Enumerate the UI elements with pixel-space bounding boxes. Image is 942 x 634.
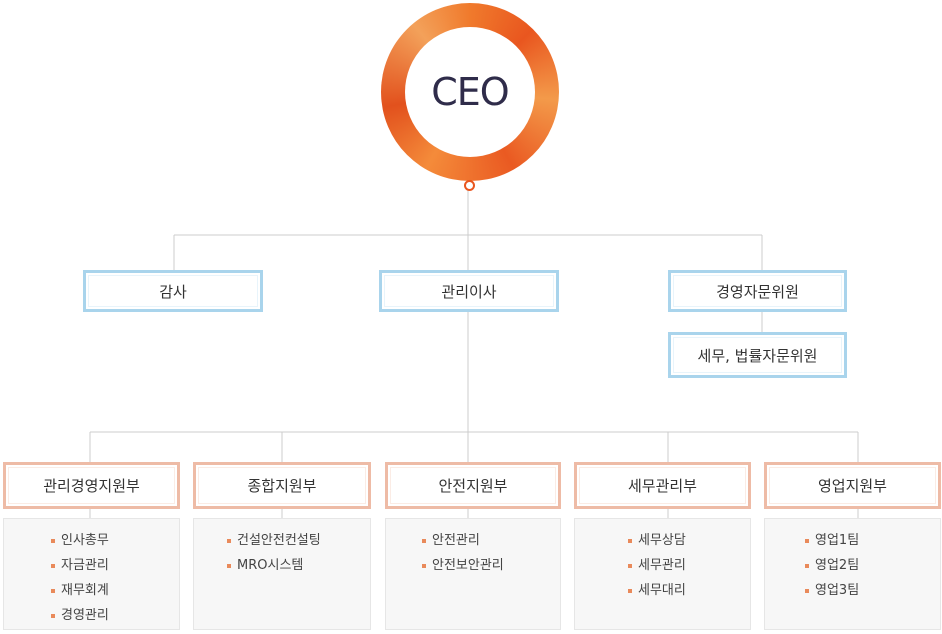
dept-tax-management: 세무관리부 [574, 462, 751, 509]
dept-sales-support: 영업지원부 [764, 462, 941, 509]
dept-label: 종합지원부 [247, 477, 317, 495]
ceo-label: CEO [431, 70, 509, 114]
ceo-inner-circle: CEO [405, 27, 535, 157]
list-item: 자금관리 [51, 553, 179, 578]
list-item: 재무회계 [51, 578, 179, 603]
dept-tax-management-panel: 세무상담 세무관리 세무대리 [574, 518, 751, 630]
list-item: 영업2팀 [805, 553, 940, 578]
node-management-advisor-label: 경영자문위원 [716, 282, 799, 301]
list-item: 인사총무 [51, 528, 179, 553]
dept-label: 관리경영지원부 [43, 477, 140, 495]
list-item: 안전보안관리 [422, 553, 560, 578]
dept-management-support-panel: 인사총무 자금관리 재무회계 경영관리 [3, 518, 180, 630]
dept-safety-support: 안전지원부 [385, 462, 561, 509]
node-audit-label: 감사 [159, 282, 187, 301]
list-item: 건설안전컨설팅 [227, 528, 370, 553]
list-item: 세무관리 [628, 553, 750, 578]
list-item: 영업3팀 [805, 578, 940, 603]
ceo-node: CEO [381, 3, 559, 181]
list-item: 영업1팀 [805, 528, 940, 553]
node-tax-legal-advisor-label: 세무, 법률자문위원 [697, 346, 818, 365]
ceo-connector-dot [464, 180, 475, 191]
node-management-advisor: 경영자문위원 [668, 270, 847, 312]
list-item: 경영관리 [51, 603, 179, 628]
list-item: 세무대리 [628, 578, 750, 603]
dept-general-support: 종합지원부 [193, 462, 371, 509]
dept-management-support: 관리경영지원부 [3, 462, 180, 509]
node-managing-director: 관리이사 [379, 270, 559, 312]
node-managing-director-label: 관리이사 [441, 282, 497, 301]
dept-safety-support-panel: 안전관리 안전보안관리 [385, 518, 561, 630]
dept-label: 영업지원부 [817, 477, 887, 495]
list-item: MRO시스템 [227, 553, 370, 578]
dept-label: 세무관리부 [627, 477, 697, 495]
node-tax-legal-advisor: 세무, 법률자문위원 [668, 332, 847, 378]
list-item: 세무상담 [628, 528, 750, 553]
dept-sales-support-panel: 영업1팀 영업2팀 영업3팀 [764, 518, 941, 630]
dept-label: 안전지원부 [438, 477, 508, 495]
list-item: 안전관리 [422, 528, 560, 553]
node-audit: 감사 [83, 270, 263, 312]
dept-general-support-panel: 건설안전컨설팅 MRO시스템 [193, 518, 371, 630]
